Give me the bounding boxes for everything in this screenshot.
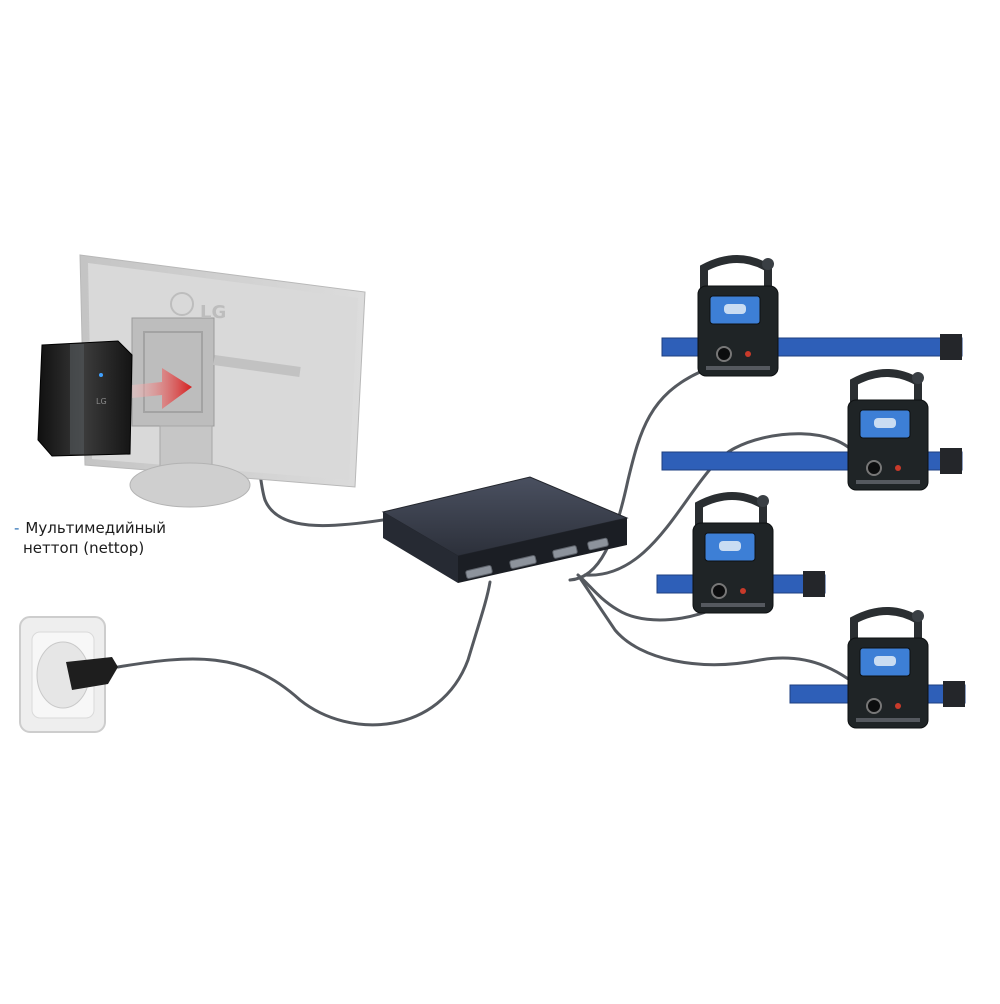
screen-logo-icon bbox=[874, 656, 896, 666]
sensor-jack-icon bbox=[866, 460, 882, 476]
insert-arrow-icon bbox=[132, 368, 192, 409]
monitor-brand-logo: LG bbox=[200, 302, 226, 323]
sensor-knob-icon bbox=[757, 495, 769, 507]
nettop-caption: -Мультимедийный неттоп (nettop) bbox=[14, 518, 166, 558]
sensor-knob-icon bbox=[912, 372, 924, 384]
nettop-brand-logo: LG bbox=[96, 397, 107, 406]
wheel-sensor-2 bbox=[661, 369, 963, 491]
sensor-base-strip bbox=[701, 603, 765, 607]
monitor: LG bbox=[79, 254, 366, 508]
sensor-knob-icon bbox=[912, 610, 924, 622]
power-plug-icon bbox=[66, 657, 118, 690]
screen-logo-icon bbox=[724, 304, 746, 314]
caption-line-2: неттоп (nettop) bbox=[23, 539, 145, 557]
cable-power bbox=[116, 580, 492, 727]
wheel-sensors bbox=[656, 255, 966, 729]
sensor-base-strip bbox=[856, 480, 920, 484]
screen-logo-icon bbox=[874, 418, 896, 428]
sensor-led-icon bbox=[895, 703, 901, 709]
sensor-led-icon bbox=[895, 465, 901, 471]
lg-logo-icon bbox=[170, 292, 194, 316]
hub-ports bbox=[465, 537, 609, 579]
caption-line-1: Мультимедийный bbox=[25, 519, 166, 537]
wheel-sensor-1 bbox=[661, 255, 963, 377]
sensor-led-icon bbox=[745, 351, 751, 357]
sensor-jack-icon bbox=[711, 583, 727, 599]
beam-end-cap bbox=[803, 571, 825, 597]
wheel-sensor-3 bbox=[656, 492, 826, 614]
wheel-sensor-4 bbox=[789, 607, 966, 729]
caption-bullet: - bbox=[14, 519, 20, 537]
beam-end-cap bbox=[943, 681, 965, 707]
power-led-icon bbox=[99, 373, 103, 377]
cable-sensor-1 bbox=[568, 370, 702, 582]
sensor-knob-icon bbox=[762, 258, 774, 270]
nettop-device: LG bbox=[37, 340, 133, 457]
wall-outlet bbox=[19, 616, 118, 733]
cable-sensor-4 bbox=[578, 576, 878, 702]
sensor-jack-icon bbox=[716, 346, 732, 362]
sensor-base-strip bbox=[706, 366, 770, 370]
hub-device bbox=[381, 476, 629, 583]
beam-end-cap bbox=[940, 448, 962, 474]
screen-logo-icon bbox=[719, 541, 741, 551]
sensor-base-strip bbox=[856, 718, 920, 722]
sensor-jack-icon bbox=[866, 698, 882, 714]
beam-end-cap bbox=[940, 334, 962, 360]
cables bbox=[116, 370, 878, 727]
sensor-led-icon bbox=[740, 588, 746, 594]
